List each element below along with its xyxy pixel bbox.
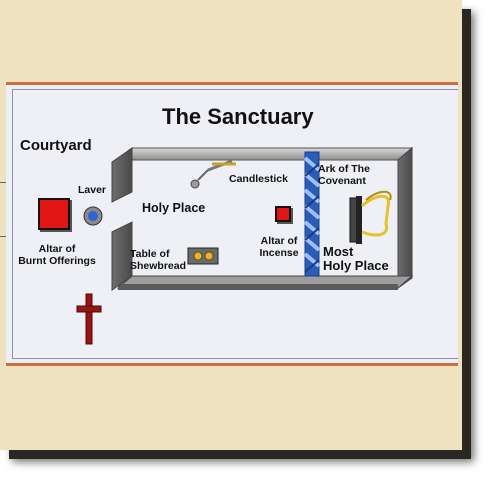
panel-notch-top — [0, 182, 6, 183]
veil-icon — [303, 151, 321, 277]
altar-burnt-line1: Altar of — [38, 243, 76, 255]
laver-icon — [83, 206, 103, 226]
table-line2: Shewbread — [130, 260, 187, 272]
candlestick-label: Candlestick — [229, 173, 288, 185]
ark-line1: Ark of The — [318, 163, 370, 175]
table-shewbread-label: Table of Shewbread — [130, 248, 186, 272]
wall-right — [397, 146, 413, 289]
laver-label: Laver — [78, 184, 107, 196]
ark-label: Ark of The Covenant — [318, 163, 370, 187]
candlestick-icon — [190, 159, 236, 189]
cross-icon — [76, 293, 102, 345]
wall-top — [116, 147, 414, 161]
wall-left-upper — [111, 147, 133, 203]
altar-incense-line2: Incense — [259, 247, 299, 259]
most-holy-place-label: Most Holy Place — [323, 245, 389, 273]
panel-notch-bottom — [0, 236, 6, 237]
wall-bottom-front — [118, 284, 398, 290]
altar-incense-label: Altar of Incense — [254, 235, 304, 259]
wall-left-lower — [111, 221, 133, 291]
holy-place-label: Holy Place — [142, 201, 206, 215]
altar-incense-line1: Altar of — [260, 235, 298, 247]
table-line1: Table of — [130, 248, 170, 260]
altar-burnt-offerings-label: Altar of Burnt Offerings — [14, 243, 100, 267]
most-holy-line1: Most — [323, 244, 354, 259]
most-holy-line2: Holy Place — [323, 258, 389, 273]
shewbread-icon — [187, 247, 219, 265]
diagram-title: The Sanctuary — [162, 104, 314, 129]
panel-inner-border — [12, 89, 458, 359]
ark-icon — [349, 190, 392, 244]
diagram-panel — [6, 82, 458, 366]
altar-burnt-line2: Burnt Offerings — [18, 255, 96, 267]
altar-burnt-offerings-icon — [38, 198, 70, 230]
altar-incense-icon — [275, 206, 291, 222]
ark-line2: Covenant — [318, 175, 366, 187]
courtyard-label: Courtyard — [20, 137, 92, 154]
